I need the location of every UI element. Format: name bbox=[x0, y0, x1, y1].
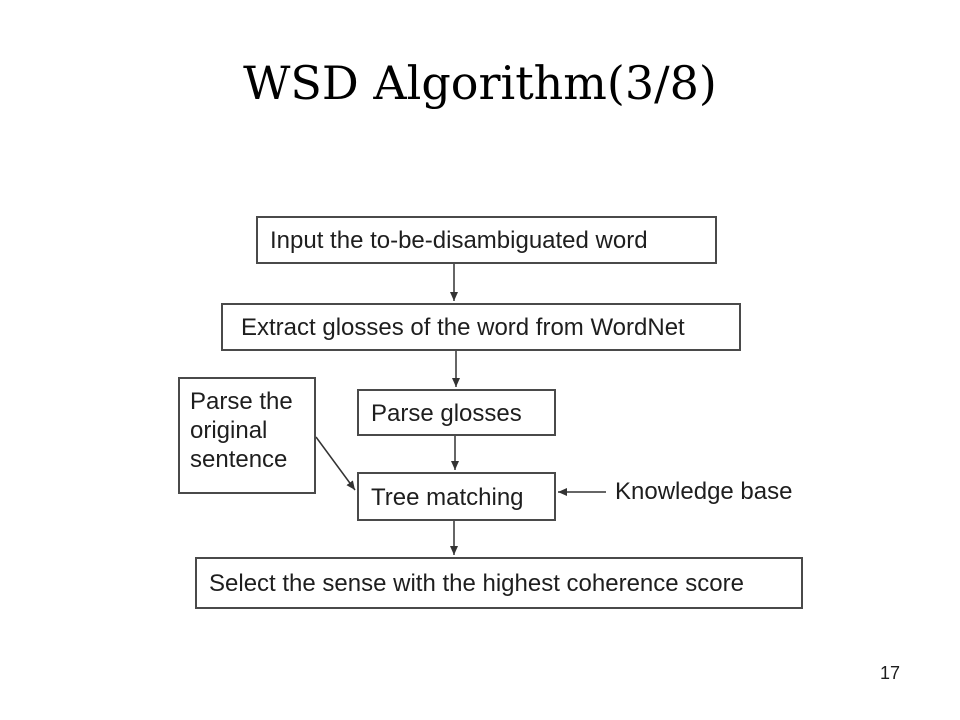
slide-title: WSD Algorithm(3/8) bbox=[243, 56, 717, 110]
step-tree-matching: Tree matching bbox=[357, 472, 556, 521]
step-extract-glosses: Extract glosses of the word from WordNet bbox=[221, 303, 741, 351]
arrow-sentence-to-tree bbox=[315, 436, 356, 491]
step-parse-glosses: Parse glosses bbox=[357, 389, 556, 436]
step-extract-glosses-label: Extract glosses of the word from WordNet bbox=[241, 314, 685, 341]
step-parse-sentence: Parse the original sentence bbox=[178, 377, 316, 494]
step-tree-matching-label: Tree matching bbox=[371, 484, 524, 511]
step-parse-glosses-label: Parse glosses bbox=[371, 400, 522, 427]
knowledge-base-label: Knowledge base bbox=[615, 478, 793, 505]
step-parse-sentence-line-2: original bbox=[190, 417, 268, 444]
step-input-word-label: Input the to-be-disambiguated word bbox=[270, 227, 648, 254]
step-select-sense-label: Select the sense with the highest cohere… bbox=[209, 570, 744, 597]
step-input-word: Input the to-be-disambiguated word bbox=[256, 216, 717, 264]
page-number: 17 bbox=[880, 663, 901, 683]
step-parse-sentence-line-1: Parse the bbox=[190, 388, 293, 415]
step-parse-sentence-line-3: sentence bbox=[190, 446, 288, 473]
step-select-sense: Select the sense with the highest cohere… bbox=[195, 557, 803, 609]
